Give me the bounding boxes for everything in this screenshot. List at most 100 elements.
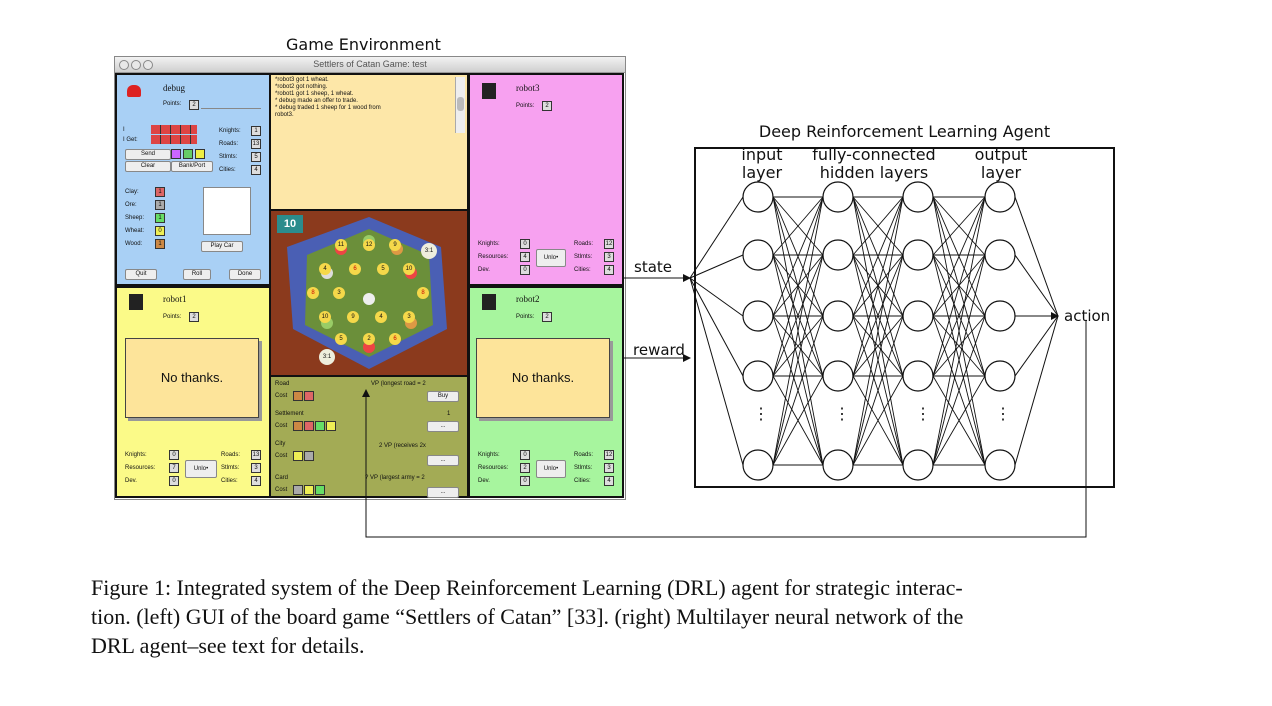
hidden2-ellipsis: ⋮	[915, 406, 931, 423]
buy-settlement-button[interactable]: ...	[427, 421, 459, 432]
robot3-points-value: 2	[542, 101, 552, 111]
network-edge	[772, 196, 824, 377]
settlement-cost-label: Cost	[275, 423, 288, 429]
robot3-avatar-icon	[482, 83, 496, 99]
robot1-cities-label: Cities:	[221, 478, 238, 484]
give-label: I	[123, 127, 125, 133]
minimize-window-icon[interactable]	[131, 60, 141, 70]
robot2-unlock-button[interactable]: Unlo•	[536, 460, 566, 478]
clay-value: 1	[155, 187, 165, 197]
largest-army-vp: ? VP (largest army = 2	[365, 475, 425, 481]
number-token: 4	[319, 263, 331, 275]
bank-port-button[interactable]: Bank/Port	[171, 161, 213, 172]
settlement-label: Settlement	[275, 411, 304, 417]
log-scrollbar[interactable]	[455, 77, 465, 133]
catan-game-window: Settlers of Catan Game: test debug Point…	[114, 56, 626, 500]
get-resource-boxes[interactable]	[151, 135, 197, 144]
output-node	[984, 239, 1016, 271]
input-layer-label-line1: input	[741, 145, 783, 164]
network-edge	[772, 254, 824, 377]
reward-label: reward	[633, 341, 685, 359]
input-node	[742, 300, 774, 332]
robot2-stlmts-value: 3	[604, 463, 614, 473]
network-edge	[852, 196, 904, 377]
hex-tile[interactable]	[363, 293, 375, 305]
debug-roads-label: Roads:	[219, 141, 239, 147]
robber-number-badge: 10	[277, 215, 303, 233]
robot2-knights-value: 0	[520, 450, 530, 460]
log-scroll-thumb[interactable]	[457, 97, 464, 111]
debug-points-label: Points:	[163, 101, 182, 107]
buy-road-button[interactable]: Buy	[427, 391, 459, 402]
robot3-cities-value: 4	[604, 265, 614, 275]
hidden1-node	[822, 300, 854, 332]
robot1-unlock-button[interactable]: Unlo•	[185, 460, 217, 478]
output-layer-label-line2: layer	[980, 163, 1022, 182]
cost-resource-icon	[304, 391, 314, 401]
network-edge	[932, 254, 986, 466]
buy-card-button[interactable]: ...	[427, 487, 459, 498]
sheep-label: Sheep:	[125, 215, 145, 221]
robot2-dev-value: 0	[520, 476, 530, 486]
caption-line-1: Figure 1: Integrated system of the Deep …	[91, 575, 963, 600]
input-node	[742, 181, 774, 213]
road-label: Road	[275, 381, 290, 387]
robot1-dev-value: 0	[169, 476, 179, 486]
input-node	[742, 360, 774, 392]
robot1-name: robot1	[163, 294, 187, 304]
cost-resource-icon	[326, 421, 336, 431]
input-edge	[689, 254, 744, 279]
buy-city-button[interactable]: ...	[427, 455, 459, 466]
robot2-speech-bubble: No thanks.	[476, 338, 610, 418]
clear-button[interactable]: Clear	[125, 161, 171, 172]
network-edge	[772, 196, 824, 256]
play-card-button[interactable]: Play Car	[201, 241, 243, 252]
give-resource-boxes[interactable]	[151, 125, 197, 134]
hidden1-ellipsis: ⋮	[834, 406, 850, 423]
output-node	[984, 300, 1016, 332]
robot2-points-value: 2	[542, 312, 552, 322]
state-label: state	[634, 258, 672, 276]
hidden-layers-label-line2: hidden layers	[819, 163, 929, 182]
player-checkbox-3[interactable]	[195, 149, 205, 159]
port-badge: 3:1	[319, 349, 335, 365]
debug-roads-value: 13	[251, 139, 261, 149]
roll-button[interactable]: Roll	[183, 269, 211, 280]
robot3-points-label: Points:	[516, 103, 535, 109]
log-line: * debug traded 1 sheep for 1 wood from	[275, 105, 381, 111]
number-token: 10	[403, 263, 415, 275]
number-token: 6	[389, 333, 401, 345]
robot3-resources-value: 4	[520, 252, 530, 262]
network-edge	[852, 254, 904, 466]
action-label: action	[1064, 307, 1111, 325]
network-edge	[932, 315, 986, 466]
player-checkbox-1[interactable]	[171, 149, 181, 159]
catan-board[interactable]: 10 3:1 3:1 11 12 9 4 6 5 10 8 3 8 10 9 4…	[269, 209, 469, 377]
quit-button[interactable]: Quit	[125, 269, 157, 280]
debug-stlmts-label: Stlmts:	[219, 154, 238, 160]
card-label: Card	[275, 475, 289, 481]
debug-points-value: 2	[189, 100, 199, 110]
done-button[interactable]: Done	[229, 269, 261, 280]
number-token: 3	[333, 287, 345, 299]
zoom-window-icon[interactable]	[143, 60, 153, 70]
player-checkbox-2[interactable]	[183, 149, 193, 159]
debug-stlmts-value: 5	[251, 152, 261, 162]
robot3-unlock-button[interactable]: Unlo•	[536, 249, 566, 267]
cost-resource-icon	[293, 485, 303, 495]
robot1-roads-value: 13	[251, 450, 261, 460]
number-token: 9	[389, 239, 401, 251]
robot3-resources-label: Resources:	[478, 254, 509, 260]
send-button[interactable]: Send	[125, 149, 171, 160]
network-edge	[852, 196, 904, 256]
wood-label: Wood:	[125, 241, 143, 247]
network-edge	[932, 196, 986, 317]
robot2-points-label: Points:	[516, 314, 535, 320]
hidden2-node	[902, 449, 934, 481]
close-window-icon[interactable]	[119, 60, 129, 70]
dev-cards-list[interactable]	[203, 187, 251, 235]
output-edge	[1014, 315, 1059, 466]
input-ellipsis: ⋮	[753, 406, 769, 423]
log-line: *robot2 got nothing.	[275, 84, 328, 90]
wheat-label: Wheat:	[125, 228, 145, 234]
